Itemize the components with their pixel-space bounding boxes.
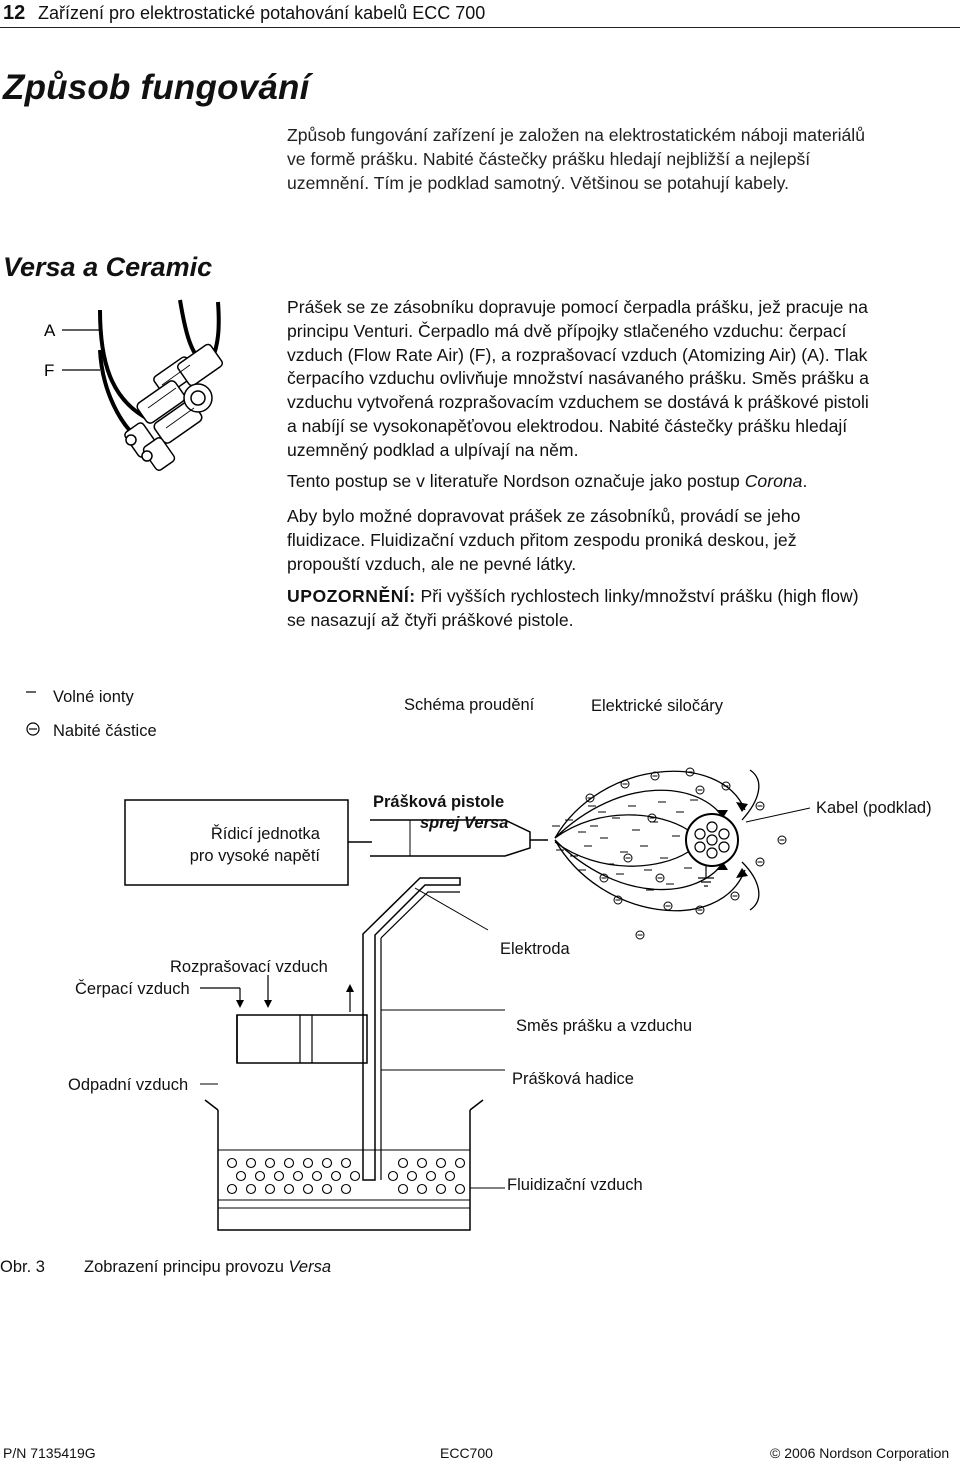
venturi-pump-illustration: A F	[44, 299, 224, 471]
powder-bubble	[349, 1170, 361, 1182]
powder-bubble	[321, 1157, 333, 1169]
powder-bubble	[416, 1157, 428, 1169]
label-gun-2: sprej Versa	[420, 814, 509, 832]
header-rule	[0, 27, 960, 28]
charged-particle	[655, 873, 665, 883]
intro-paragraph: Způsob fungování zařízení je založen na …	[287, 125, 865, 193]
powder-bubble	[254, 1170, 266, 1182]
label-exhaust-air: Odpadní vzduch	[68, 1076, 189, 1094]
powder-bubble	[283, 1157, 295, 1169]
powder-bubble	[302, 1157, 314, 1169]
powder-bubble	[292, 1170, 304, 1182]
versa-principle-diagram	[26, 691, 811, 1231]
label-field-lines: Elektrické siločáry	[591, 697, 724, 715]
pump-label-a: A	[44, 321, 56, 340]
charged-particle	[695, 785, 705, 795]
charged-particle	[755, 857, 765, 867]
footer-part-number: P/N 7135419G	[3, 1445, 96, 1461]
label-control-unit-2: pro vysoké napětí	[189, 847, 320, 865]
figure-caption: Zobrazení principu provozu Versa	[84, 1258, 332, 1276]
fluidization-paragraph: Aby bylo možné dopravovat prášek ze záso…	[287, 506, 801, 574]
charged-particles	[585, 767, 787, 940]
label-atomizing-air: Rozprašovací vzduch	[170, 958, 328, 976]
charged-particle	[663, 901, 673, 911]
cable-cross-section	[685, 813, 739, 867]
subsection-heading: Versa a Ceramic	[3, 252, 213, 282]
powder-bubble	[330, 1170, 342, 1182]
powder-bubble	[435, 1157, 447, 1169]
label-hose: Prášková hadice	[512, 1070, 634, 1088]
page-number: 12	[3, 2, 26, 24]
powder-bubble	[311, 1170, 323, 1182]
charged-particle-symbol	[26, 722, 40, 736]
powder-bubble	[235, 1170, 247, 1182]
running-header-title: Zařízení pro elektrostatické potahování …	[38, 3, 486, 23]
powder-bubble	[444, 1170, 456, 1182]
charged-particle	[599, 873, 609, 883]
powder-bubble	[454, 1157, 466, 1169]
charged-particle	[620, 779, 630, 789]
powder-bubble	[264, 1183, 276, 1195]
pump-block	[236, 1014, 368, 1064]
powder-bubble	[340, 1157, 352, 1169]
powder-bubble	[397, 1157, 409, 1169]
field-lines	[554, 769, 760, 912]
venturi-paragraph: Prášek se ze zásobníku dopravuje pomocí …	[287, 297, 869, 460]
warning-label: UPOZORNĚNÍ:	[287, 586, 416, 606]
spray-dashes	[552, 799, 698, 891]
label-gun-1: Prášková pistole	[373, 793, 505, 811]
charged-particle	[721, 781, 731, 791]
charged-particle	[650, 771, 660, 781]
pump-label-f: F	[44, 361, 54, 380]
powder-bubble	[416, 1183, 428, 1195]
powder-bubble	[387, 1170, 399, 1182]
label-flow-scheme: Schéma proudění	[404, 696, 535, 714]
powder-bubbles	[226, 1157, 466, 1195]
charged-particle	[730, 891, 740, 901]
powder-bubble	[435, 1183, 447, 1195]
legend-free-ions: Volné ionty	[53, 688, 134, 706]
powder-bubble	[425, 1170, 437, 1182]
electrode-pointer	[414, 887, 489, 931]
figure-number: Obr. 3	[0, 1258, 45, 1276]
charged-particle	[613, 895, 623, 905]
charged-particle	[647, 813, 657, 823]
powder-bubble	[273, 1170, 285, 1182]
label-fluidizing-air: Fluidizační vzduch	[507, 1176, 643, 1194]
charged-particle	[755, 801, 765, 811]
label-pump-air: Čerpací vzduch	[75, 980, 190, 998]
label-mixture: Směs prášku a vzduchu	[516, 1017, 693, 1035]
powder-bubble	[321, 1183, 333, 1195]
powder-bubble	[397, 1183, 409, 1195]
label-electrode: Elektroda	[500, 940, 570, 958]
label-control-unit-1: Řídicí jednotka	[210, 825, 320, 843]
label-cable: Kabel (podklad)	[816, 799, 932, 817]
warning-note: UPOZORNĚNÍ: Při vyšších rychlostech link…	[287, 586, 859, 630]
legend-charged-particles: Nabité částice	[53, 722, 157, 740]
powder-bubble	[283, 1183, 295, 1195]
powder-bubble	[245, 1157, 257, 1169]
charged-particle	[777, 835, 787, 845]
powder-bubble	[264, 1157, 276, 1169]
powder-bubble	[245, 1183, 257, 1195]
powder-bubble	[302, 1183, 314, 1195]
charged-particle	[685, 767, 695, 777]
footer-model: ECC700	[440, 1445, 493, 1461]
powder-bubble	[226, 1183, 238, 1195]
powder-container	[217, 1110, 471, 1231]
powder-bubble	[454, 1183, 466, 1195]
charged-particle	[635, 930, 645, 940]
charged-particle	[585, 793, 595, 803]
charged-particle	[623, 853, 633, 863]
footer-copyright: © 2006 Nordson Corporation	[770, 1445, 950, 1461]
corona-term: Corona	[744, 471, 803, 491]
powder-bubble	[406, 1170, 418, 1182]
powder-bubble	[226, 1157, 238, 1169]
charged-particle	[695, 905, 705, 915]
corona-paragraph: Tento postup se v literatuře Nordson ozn…	[287, 471, 808, 491]
section-heading: Způsob fungování	[3, 68, 310, 107]
powder-bubble	[340, 1183, 352, 1195]
field-line-arrows	[716, 802, 748, 878]
